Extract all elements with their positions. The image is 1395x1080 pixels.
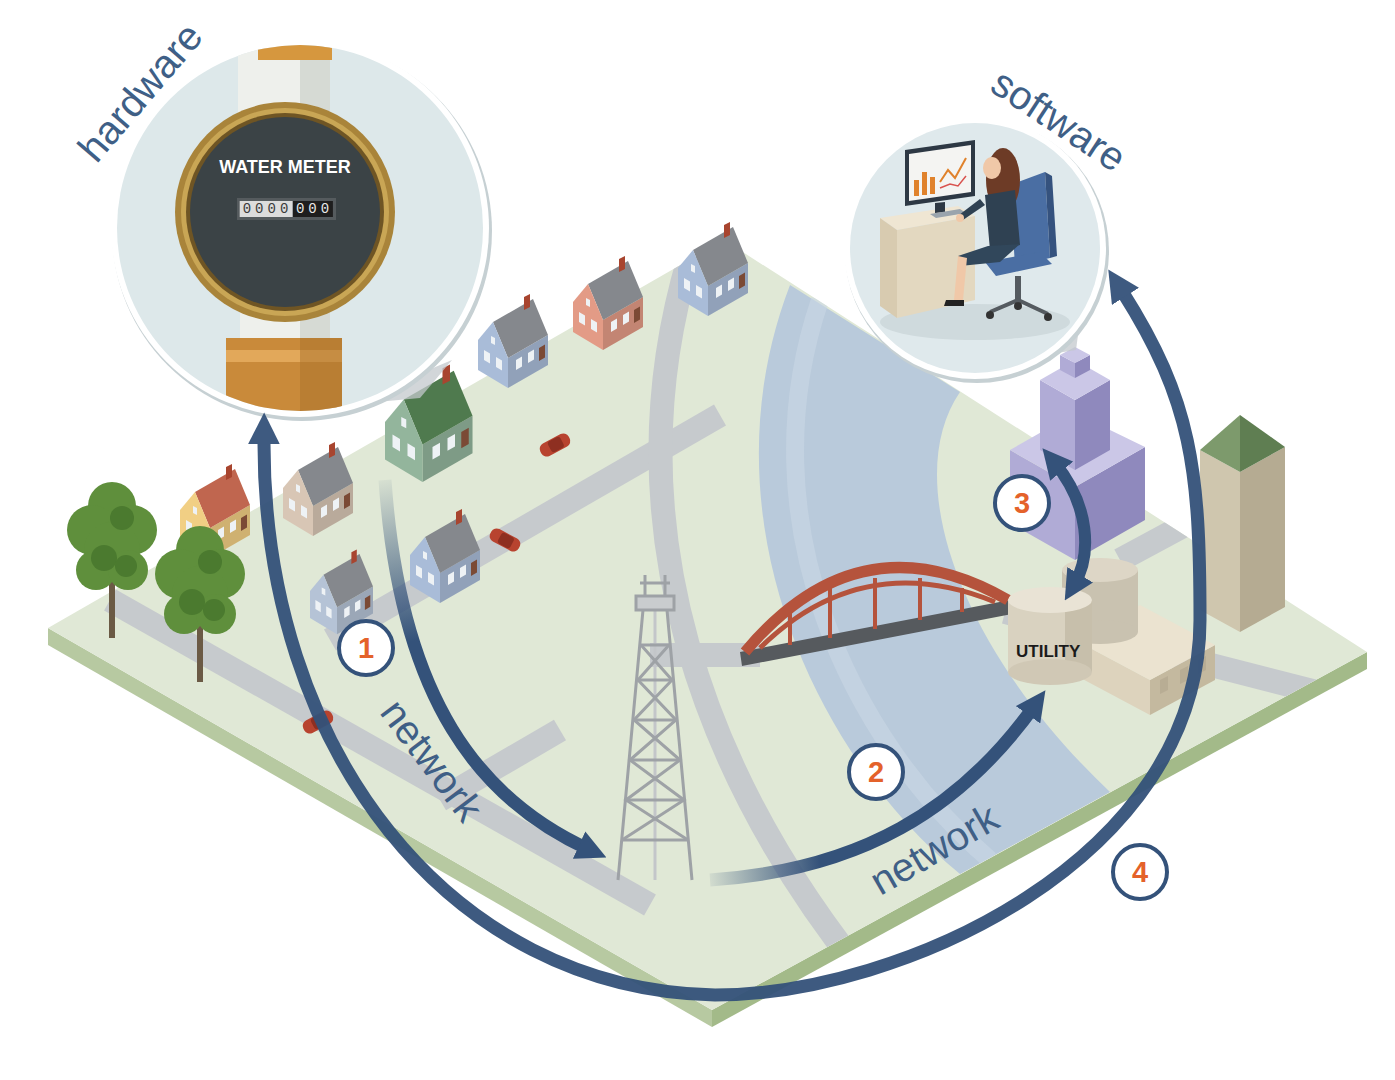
software-heading: software (985, 62, 1133, 179)
river-and-roads (110, 255, 1367, 995)
software-circle-art (844, 117, 1109, 383)
loop-arrow (264, 291, 1200, 995)
trees (67, 482, 245, 682)
hardware-heading: hardware (71, 16, 210, 169)
utility-tank: UTILITY (1014, 640, 1083, 664)
network-label: network (374, 692, 490, 828)
callout-number: 3 (993, 474, 1051, 532)
software-circle: software (850, 123, 1100, 373)
callout-number: 4 (1111, 843, 1169, 901)
hardware-circle: hardwareWATER METER (115, 43, 485, 413)
network-label: network (863, 797, 1004, 902)
meter-label: WATER METER (190, 157, 380, 178)
ground-plate (48, 240, 1367, 1027)
meter-digits: 000 (293, 201, 333, 217)
utility-plant (1008, 558, 1215, 715)
radio-tower (618, 575, 692, 880)
callout-number: 1 (337, 619, 395, 677)
callout-number: 2 (847, 743, 905, 801)
meter-digits: 0000 (240, 201, 293, 217)
utility-label: UTILITY (1016, 642, 1081, 662)
bridge (740, 567, 1012, 666)
